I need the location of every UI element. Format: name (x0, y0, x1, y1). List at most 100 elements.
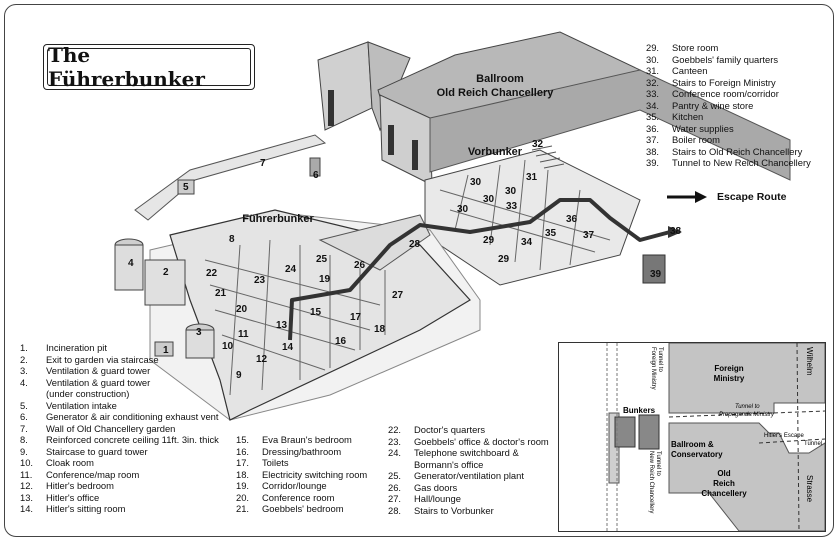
room-number: 30 (457, 204, 469, 215)
tower-3-body (185, 329, 215, 359)
room-number-labels: 1 2 3 4 5 6 7 8 9 10 11 12 13 14 15 16 1… (128, 139, 682, 381)
chancellery-wing-front (317, 41, 373, 131)
legend-item: 33.Conference room/corridor (646, 88, 811, 100)
legend-item-text: Gas doors (414, 481, 458, 493)
legend-item-number: 10. (20, 457, 34, 468)
room-number: 38 (670, 226, 682, 237)
legend-item-number: 17. (236, 457, 250, 468)
room-number: 14 (282, 342, 294, 353)
title-box: The Führerbunker (43, 43, 255, 91)
room-number: 27 (392, 290, 404, 301)
inset-map-drawing: Foreign Ministry Bunkers Ballroom & Cons… (606, 343, 825, 531)
legend-item: 3.Ventilation & guard tower (20, 365, 219, 377)
legend-item: 10. Cloak room (20, 457, 219, 469)
inset-outbuilding (608, 412, 620, 484)
legend-item-number: 9. (20, 445, 28, 457)
incineration-pit (154, 341, 174, 357)
room-number: 29 (498, 254, 510, 265)
chancellery-block (668, 422, 825, 531)
legend-item: 2.Exit to garden via staircase (20, 354, 219, 366)
wilhelmstrasse-line (796, 343, 800, 531)
legend-item: 8.Reinforced concrete ceiling 11ft. 3in.… (20, 434, 219, 446)
vorbunker-label: Vorbunker (468, 146, 523, 158)
legend-item-text: Store room (672, 42, 719, 53)
legend-item: 22.Doctor's quarters (388, 424, 549, 436)
inset-tunnel-fm-2: Foreign Ministry (650, 347, 656, 390)
vent-intake (177, 179, 195, 195)
legend-item: 4. Ventilation & guard tower (20, 377, 219, 389)
legend-item-text: Hall/lounge (414, 493, 461, 504)
legend-item: 36.Water supplies (646, 123, 811, 135)
legend-item-text: Hitler's bedroom (46, 480, 114, 491)
legend-item-number: 34. (646, 99, 660, 111)
legend-item: 38. Stairs to Old Reich Chancellery (646, 146, 811, 158)
legend-item-text: Toilets (262, 457, 289, 468)
window (412, 140, 418, 170)
legend-item-number: 7. (20, 422, 28, 434)
legend-item-text: (under construction) (46, 388, 130, 399)
inset-escape-tunnel-2: Tunnel (804, 441, 822, 447)
legend-item-text: Telephone switchboard & (414, 447, 519, 458)
legend-item: 11.Conference/map room (20, 469, 219, 481)
legend-item-number: 4. (20, 376, 28, 388)
room-number: 8 (229, 234, 235, 245)
tunnel-39 (642, 254, 666, 284)
legend-item-text: Stairs to Old Reich Chancellery (672, 145, 803, 157)
legend-item: 16.Dressing/bathroom (236, 446, 367, 458)
room-number: 12 (256, 354, 268, 365)
legend-item: 28.Stairs to Vorbunker (388, 505, 549, 517)
garden-wall (134, 134, 327, 221)
room-number: 39 (650, 269, 662, 280)
legend-item-number: 20. (236, 491, 250, 503)
room-number: 29 (483, 235, 495, 246)
legend-item: 17. Toilets (236, 457, 367, 469)
room-number: 17 (350, 312, 362, 323)
room-number: 4 (128, 258, 134, 269)
inset-old-reich-1: Old (717, 469, 730, 478)
escape-route-line (288, 198, 671, 341)
inset-tunnel-nr-1: Tunnel to (655, 451, 661, 476)
legend-item-text: Exit to garden via staircase (46, 353, 159, 365)
legend-item-text: Cloak room (46, 457, 94, 468)
inset-wilhelm: Wilhelm (805, 347, 814, 376)
exhaust-vent (309, 157, 321, 177)
legend-item-text: Tunnel to New Reich Chancellery (672, 157, 811, 168)
diagram-frame (4, 4, 834, 537)
ballroom-side-wall (429, 69, 791, 181)
legend-item-number: 29. (646, 42, 660, 53)
room-number: 2 (163, 267, 169, 278)
legend-item-number: 1. (20, 342, 28, 353)
inset-ballroom-2: Conservatory (671, 450, 723, 459)
legend-item-number: 27. (388, 493, 402, 504)
legend-item-text: Bormann's office (414, 458, 484, 470)
legend-item: 14.Hitler's sitting room (20, 503, 219, 515)
inset-map: Foreign Ministry Bunkers Ballroom & Cons… (558, 342, 826, 532)
room-number: 20 (236, 304, 248, 315)
legend-item-number: 38. (646, 145, 660, 157)
legend-item-text: Generator/ventilation plant (414, 470, 524, 481)
room-number: 18 (374, 324, 386, 335)
legend-item-text: Conference room (262, 491, 335, 503)
legend-item-number: 12. (20, 480, 34, 491)
vorbunker-rooms (439, 159, 611, 271)
legend-item-number: 24. (388, 447, 402, 458)
legend-item-number: 22. (388, 424, 402, 435)
legend-item: 15.Eva Braun's bedroom (236, 434, 367, 446)
legend-item-text: Wall of Old Chancellery garden (46, 422, 176, 434)
legend-item-text: Incineration pit (46, 342, 107, 353)
legend-item-text: Ventilation & guard tower (46, 376, 151, 388)
room-number: 23 (254, 275, 266, 286)
inset-bunker-b (638, 414, 660, 450)
room-number: 31 (526, 172, 538, 183)
legend-item: 6.Generator & air conditioning exhaust v… (20, 411, 219, 423)
legend-item-text: Pantry & wine store (672, 99, 754, 111)
title-box-inner: The Führerbunker (47, 43, 251, 91)
legend-item: 27. Hall/lounge (388, 493, 549, 505)
inset-propaganda-2: Propaganda Ministry (719, 412, 775, 418)
room-number: 9 (236, 370, 242, 381)
inset-tunnel-fm-1: Tunnel to (657, 347, 663, 372)
legend-item-number: 21. (236, 503, 250, 514)
